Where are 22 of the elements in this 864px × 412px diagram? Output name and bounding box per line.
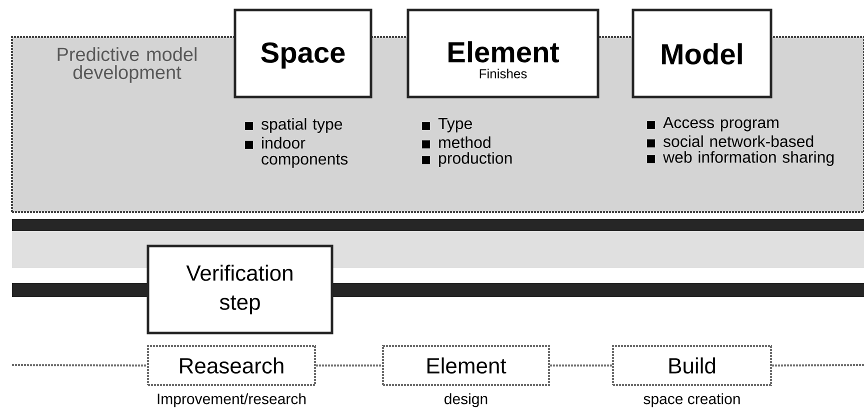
bullet-item: method (422, 136, 490, 148)
phase-box: Element (382, 345, 550, 386)
step-box: Verification step (146, 244, 334, 334)
bullet-item: Type (422, 118, 472, 132)
caption-text: design (444, 393, 488, 408)
connector-line (772, 364, 864, 366)
bullet-item: Access program (647, 117, 778, 132)
bullet-item: indoor components (245, 136, 348, 168)
bullet-item: social network-based (647, 135, 814, 148)
heading-box: Model (632, 8, 772, 98)
connector-line (316, 364, 382, 366)
connector-line (12, 364, 147, 366)
phase-box: Reasearch (147, 345, 316, 386)
bullet-item: production (422, 152, 512, 167)
connector-line (550, 364, 612, 366)
caption-text: space creation (644, 393, 740, 408)
caption-text: Improvement/research (158, 393, 306, 408)
heading-box: Space (234, 8, 372, 98)
bullet-item: web information sharing (647, 151, 834, 166)
phase-box: Build (612, 345, 772, 386)
heading-box: Element Finishes (406, 8, 600, 98)
bullet-item: spatial type (245, 118, 342, 133)
